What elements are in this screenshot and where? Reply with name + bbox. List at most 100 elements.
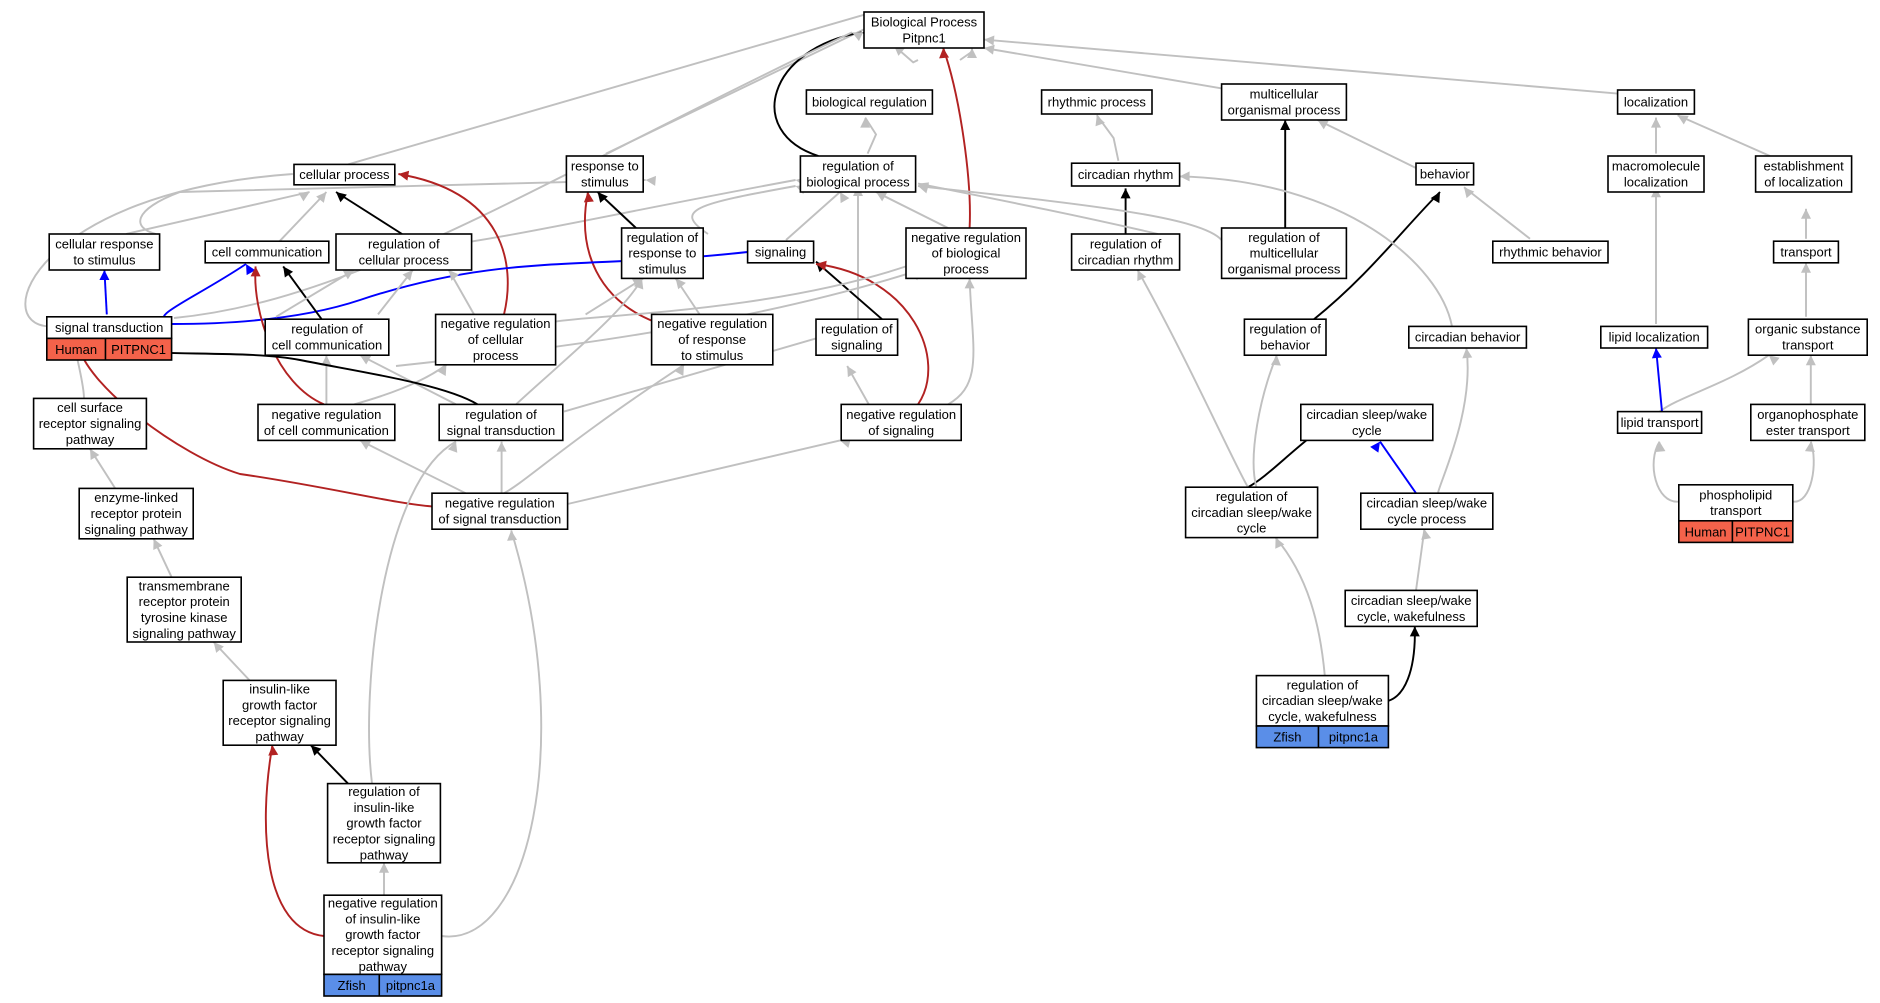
term-box [1220,227,1348,280]
go-term-behavior[interactable]: behavior [1415,162,1475,186]
edge-arrowhead [1120,188,1131,199]
edge-gray [275,269,355,318]
go-term-rhythbeh[interactable]: rhythmic behavior [1492,240,1609,264]
go-term-circrhythm[interactable]: circadian rhythm [1070,162,1181,187]
go-term-rhythmic[interactable]: rhythmic process [1040,89,1153,115]
go-term-bioreg[interactable]: biological regulation [805,89,934,115]
edge-blue [1651,347,1663,412]
edge-line [359,354,457,406]
term-label-line: cycle [1237,521,1267,536]
term-box [1747,318,1869,357]
edge-arrowhead [1768,355,1780,366]
term-box [78,487,194,540]
go-term-signaling[interactable]: signaling [746,240,815,264]
edge-line [353,364,447,406]
term-label-line: regulation of [291,322,363,337]
edge-red [939,47,971,229]
edge-arrowhead [1317,120,1329,130]
edge-line [359,439,467,495]
edge-arrowhead [939,48,950,59]
term-box [257,403,396,442]
edge-line [983,47,1225,90]
edge-arrowhead [1462,348,1473,359]
go-term-lipidloc[interactable]: lipid localization [1600,325,1709,349]
term-label-line: to stimulus [73,252,136,267]
edge-gray [691,184,807,235]
term-box [1070,162,1181,187]
edge-line [1136,269,1249,488]
go-term-transport[interactable]: transport [1772,240,1840,264]
term-label-line: insulin-like [249,681,310,696]
term-label-line: process [473,348,519,363]
term-box [264,318,390,357]
go-term-cellcomm[interactable]: cell communication [204,240,330,264]
edge-line [1317,119,1417,169]
go-term-localization[interactable]: localization [1616,89,1696,115]
edge-gray [1792,441,1815,503]
term-label-line: cellular response [55,237,153,252]
go-term-lipidtrans[interactable]: lipid transport [1616,410,1703,435]
term-box [565,155,645,193]
term-label-line: regulation of [822,159,894,174]
term-label-line: localization [1624,94,1688,109]
edge-black [1280,120,1291,229]
term-label-line: of insulin-like [345,911,420,926]
term-label-line: circadian sleep/wake [1366,496,1487,511]
go-term-cellproc[interactable]: cellular process [293,163,396,186]
edge-gray [983,35,1618,95]
edge-red [815,260,930,405]
go-term-circbeh[interactable]: circadian behavior [1408,325,1528,349]
term-label-line: receptor signaling [331,943,434,958]
edge-arrowhead [250,266,261,277]
edge-arrowhead [283,266,294,278]
species-label: Zfish [1273,730,1301,745]
edge-line [1379,441,1417,494]
term-label-line: multicellular [1250,246,1319,261]
edge-black [596,191,637,229]
edge-line [563,337,817,413]
term-box [204,240,330,264]
edge-gray [1651,117,1661,154]
term-label-line: behavior [1260,338,1311,353]
edge-arrowhead [964,278,975,289]
edge-arrowhead [1409,626,1420,637]
